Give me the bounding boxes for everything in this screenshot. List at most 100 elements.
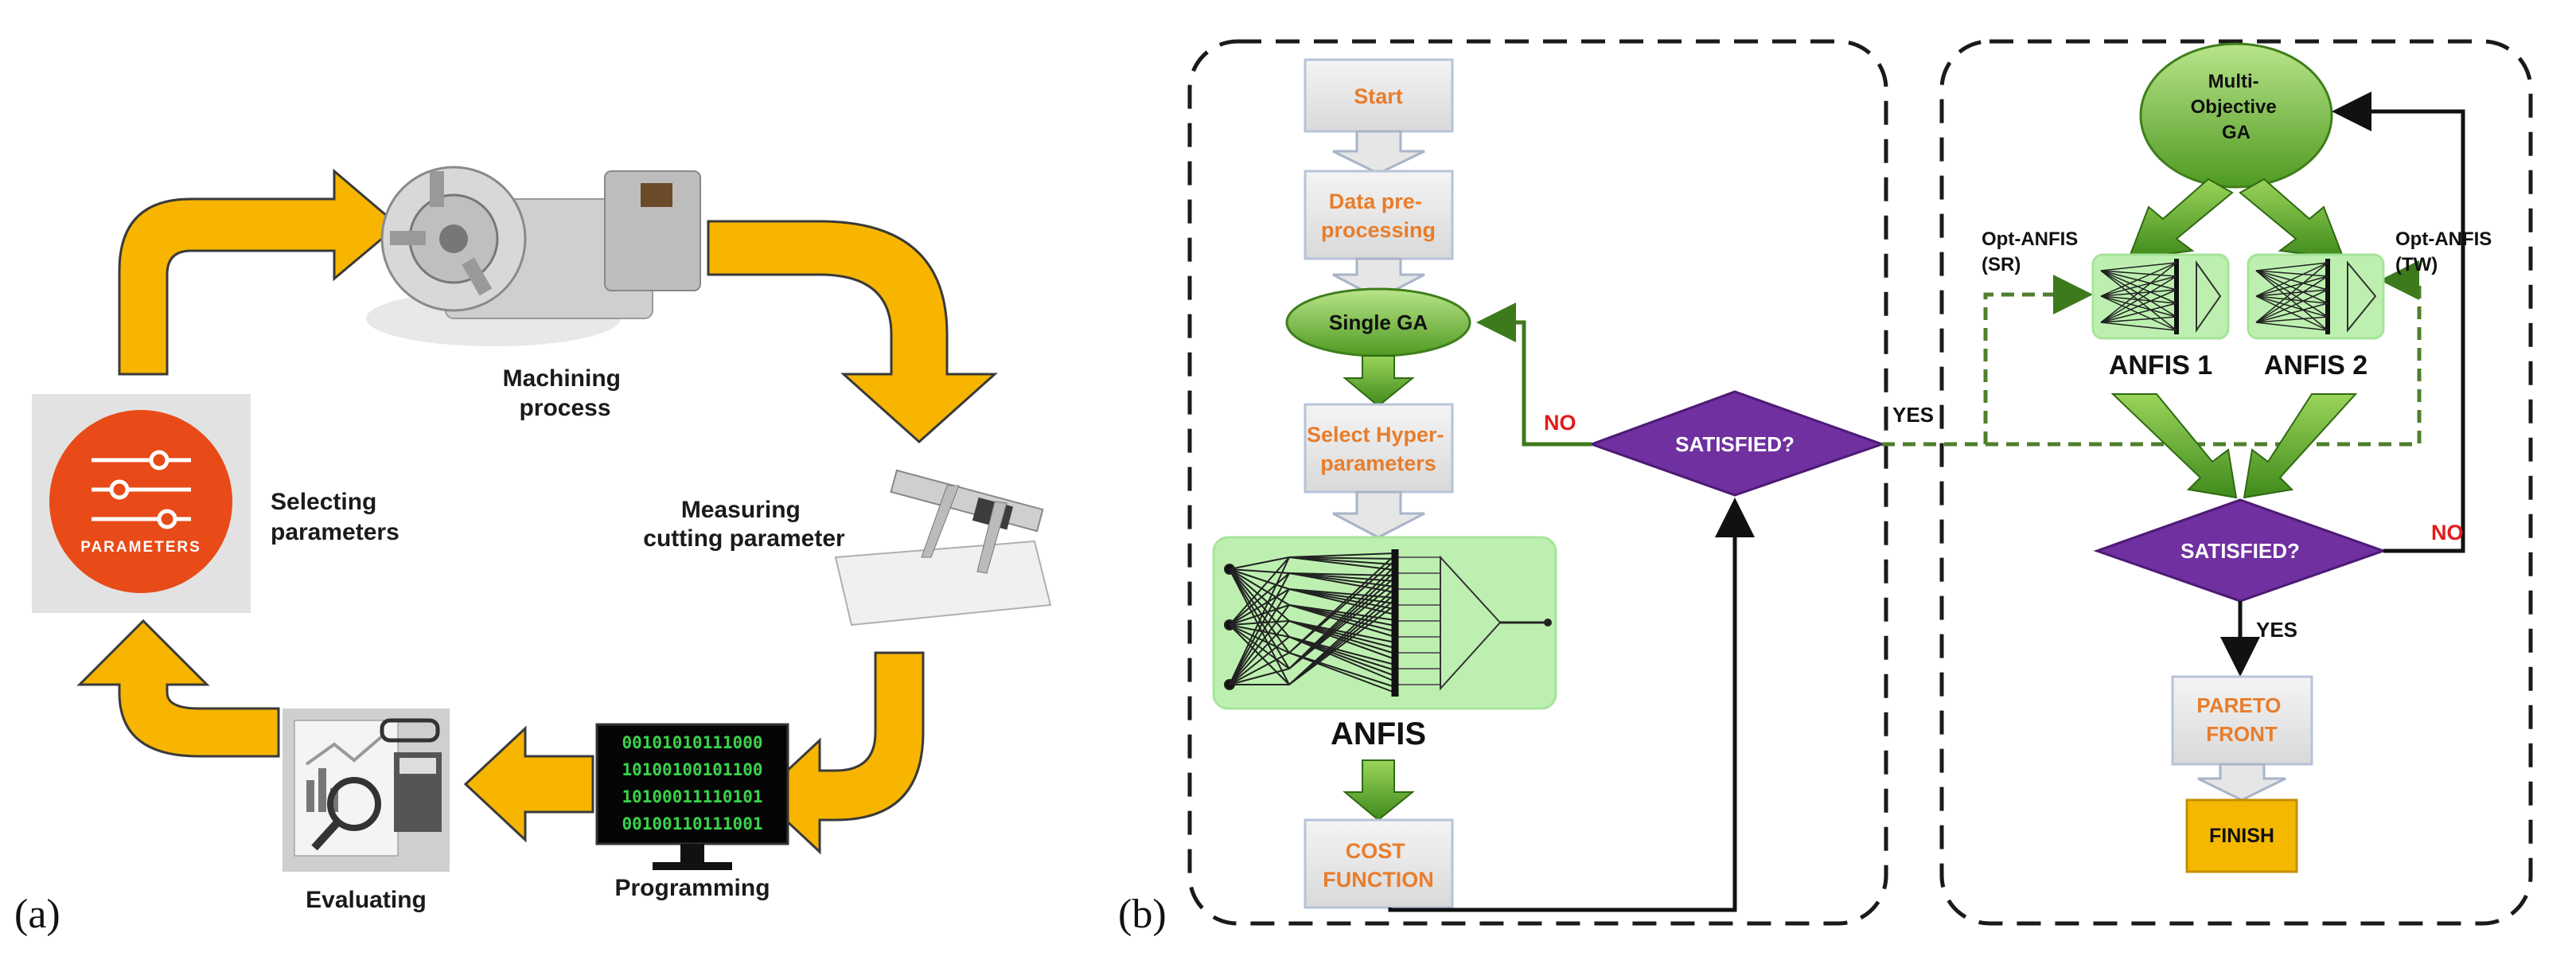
yes-label-2: YES xyxy=(2256,618,2297,642)
cost-function-box: COST FUNCTION xyxy=(1304,818,1454,909)
small-anfis-connection xyxy=(2255,270,2329,277)
arrow-machining-to-measuring xyxy=(707,220,998,444)
anfis-connection xyxy=(1229,588,1290,626)
anfis-connection xyxy=(1229,636,1290,685)
small-anfis-connection xyxy=(2100,322,2177,331)
small-anfis-connection xyxy=(2100,316,2177,323)
panel-b-label: (b) xyxy=(1118,892,1167,937)
anfis-connection xyxy=(1229,568,1290,622)
anfis-connection xyxy=(1288,636,1396,677)
small-anfis-connection xyxy=(2255,289,2329,323)
green-arrow-moga-anfis1 xyxy=(2127,178,2234,260)
left-dashed-frame xyxy=(1187,39,1888,926)
anfis-connection xyxy=(1288,588,1396,615)
hollow-arrow-preprocessing-ga xyxy=(1332,257,1425,300)
anfis-connection xyxy=(1229,624,1290,654)
anfis-connection xyxy=(1229,568,1290,574)
anfis-connection xyxy=(1229,620,1290,685)
small-anfis-connection xyxy=(2100,270,2177,291)
anfis-connection xyxy=(1288,552,1396,558)
anfis-connection xyxy=(1288,604,1396,685)
parameters-icon-text: PARAMETERS xyxy=(80,539,201,556)
anfis-connection xyxy=(1288,582,1396,669)
green-arrow-moga-anfis2 xyxy=(2239,178,2345,260)
small-anfis-connection xyxy=(2255,303,2329,323)
anfis-connection xyxy=(1229,556,1290,570)
anfis-connection xyxy=(1288,572,1396,587)
anfis-connection xyxy=(1288,556,1396,560)
anfis-connection xyxy=(1288,636,1396,682)
anfis2-network xyxy=(2247,253,2385,340)
right-dashed-frame xyxy=(1939,39,2533,926)
binary-line-4: 00100110111001 xyxy=(622,814,762,833)
small-anfis-connection xyxy=(2255,262,2329,297)
small-anfis-connection xyxy=(2100,275,2177,323)
svg-text:Multi- Objective: Multi- Objective GA xyxy=(2191,71,2282,143)
anfis-connection xyxy=(1229,568,1290,654)
svg-text:Data pre- processing: Data pre- processing xyxy=(1321,189,1436,242)
green-arrow-ga-select xyxy=(1343,355,1415,408)
small-anfis-connection xyxy=(2255,275,2329,323)
panel-a-label: (a) xyxy=(14,892,60,937)
hollow-arrow-pareto-finish xyxy=(2197,763,2286,802)
anfis1-label: ANFIS 1 xyxy=(2109,350,2212,381)
anfis-connection xyxy=(1288,572,1396,582)
anfis-connection xyxy=(1229,624,1290,638)
green-arrow-anfis1-satisfied xyxy=(2110,393,2238,499)
anfis-connection xyxy=(1288,636,1396,671)
evaluating-image xyxy=(283,709,450,872)
dashed-yes-to-anfis1 xyxy=(1882,275,2093,447)
anfis-connection xyxy=(1288,652,1396,688)
satisfied-diamond-2: SATISFIED? xyxy=(2093,498,2387,603)
anfis-connection xyxy=(1288,604,1396,627)
anfis-connection xyxy=(1288,588,1396,610)
anfis-connection xyxy=(1229,604,1290,685)
anfis-connection xyxy=(1288,572,1396,593)
arrow-selecting-to-machining xyxy=(118,168,400,376)
pareto-box: PARETO FRONT xyxy=(2171,675,2313,766)
anfis-connection xyxy=(1288,556,1396,571)
small-anfis-connection xyxy=(2100,270,2177,304)
cycle-arrows xyxy=(76,168,998,855)
anfis-connection xyxy=(1229,572,1290,685)
anfis-connection xyxy=(1229,624,1290,685)
arrow-evaluating-to-selecting xyxy=(76,619,280,758)
panel-b: (b) Start Data pre- processing Single GA xyxy=(1118,39,2533,937)
hollow-arrow-start-preprocessing xyxy=(1332,130,1425,175)
binary-line-2: 10100100101100 xyxy=(622,760,762,779)
small-anfis-connection xyxy=(2255,270,2329,291)
anfis-connection xyxy=(1229,568,1290,590)
svg-text:SATISFIED?: SATISFIED? xyxy=(2180,539,2300,563)
programming-monitor-image: 00101010111000 10100100101100 1010001111… xyxy=(595,723,789,870)
preprocessing-box: Data pre- processing xyxy=(1304,170,1454,260)
svg-text:Select Hyper- paramete: Select Hyper- parameters xyxy=(1307,423,1450,475)
finish-box: FINISH xyxy=(2185,798,2298,873)
no-label-2: NO xyxy=(2431,521,2464,545)
label-evaluating: Evaluating xyxy=(306,887,427,913)
anfis-connection xyxy=(1288,560,1396,654)
no-label-1: NO xyxy=(1544,411,1576,435)
svg-text:FINISH: FINISH xyxy=(2209,825,2274,847)
small-anfis-connection xyxy=(2255,262,2329,271)
small-anfis-connection xyxy=(2100,275,2177,297)
anfis-connections xyxy=(1224,552,1440,693)
select-hyper-box: Select Hyper- parameters xyxy=(1304,403,1454,494)
machining-machine-image xyxy=(366,166,701,346)
small-anfis-connection xyxy=(2255,270,2329,304)
small-anfis-connection xyxy=(2255,262,2329,323)
green-arrow-anfis-cost xyxy=(1343,759,1415,822)
opt-tw-label: Opt-ANFIS (TW) xyxy=(2395,228,2497,275)
svg-text:PARETO FRONT: PARETO FRONT xyxy=(2196,693,2286,746)
small-anfis-connection xyxy=(2100,289,2177,323)
line-no-to-moga xyxy=(2332,92,2465,553)
svg-text:Start: Start xyxy=(1354,84,1403,108)
anfis-connection xyxy=(1229,604,1290,626)
anfis-connection xyxy=(1229,568,1290,606)
small-anfis-connection xyxy=(2100,270,2177,277)
anfis-connection xyxy=(1229,620,1290,626)
anfis-connection xyxy=(1229,568,1290,638)
small-anfis-connection xyxy=(2100,270,2177,318)
anfis-connection xyxy=(1229,624,1290,669)
